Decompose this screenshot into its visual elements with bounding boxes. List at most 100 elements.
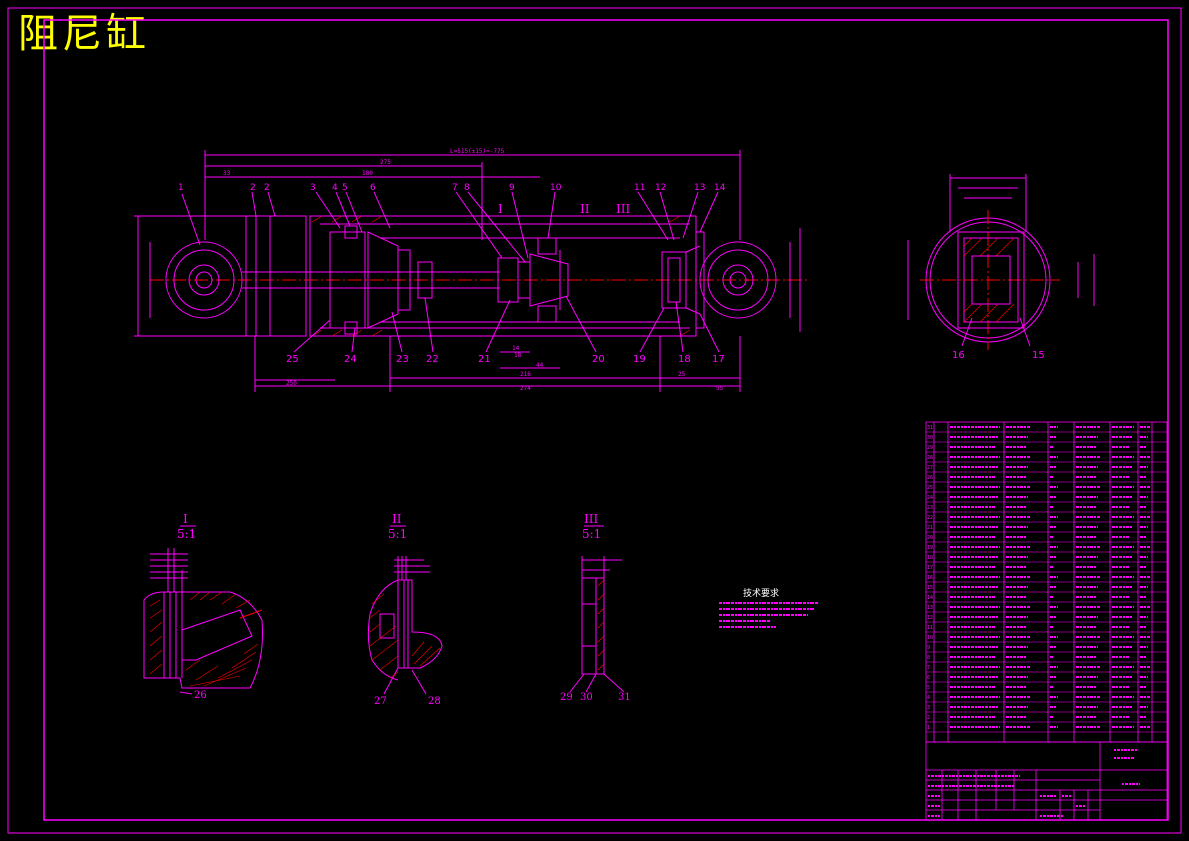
dim-180: 180 — [362, 170, 373, 177]
bom-row-number: 4 — [927, 695, 930, 701]
dimension-text-group: L=515(±15)=-775 275 180 33 250 216 274 2… — [223, 148, 724, 392]
part-labels-top: 1 2 2 3 4 5 6 7 8 9 10 11 12 13 14 — [178, 183, 726, 193]
part-label: 3 — [310, 183, 316, 193]
section-markers: I II III — [498, 202, 630, 216]
bom-row-number: 25 — [927, 485, 933, 491]
bom-row-number: 14 — [927, 595, 933, 601]
bom-row-number: 10 — [927, 635, 933, 641]
part-label: 8 — [464, 183, 470, 193]
part-labels-bottom: 25 24 23 22 21 20 19 18 17 — [286, 354, 725, 365]
part-label: 1 — [178, 183, 184, 193]
bom-row-number: 30 — [927, 435, 933, 441]
detail-ii-title: II — [392, 512, 402, 526]
bom-row-number: 11 — [927, 625, 933, 631]
section-marker-iii: III — [616, 202, 630, 216]
part-label: 6 — [370, 183, 376, 193]
bom-row-number: 9 — [927, 645, 930, 651]
part-label: 26 — [194, 690, 207, 701]
bom-row-number: 8 — [927, 655, 930, 661]
dim-14: 14 — [512, 345, 520, 352]
bom-row-number: 28 — [927, 455, 933, 461]
dim-overall-length: L=515(±15)=-775 — [450, 148, 505, 155]
bom-row-number: 23 — [927, 505, 933, 511]
bom-row-number: 17 — [927, 565, 933, 571]
detail-i-title: I — [183, 512, 188, 526]
bom-row-number: 26 — [927, 475, 933, 481]
bom-row-number: 19 — [927, 545, 933, 551]
detail-ii — [367, 525, 443, 695]
bom-row-number: 2 — [927, 715, 930, 721]
bom-row-number: 27 — [927, 465, 933, 471]
bom-row-number: 31 — [927, 425, 933, 431]
bom-row-number: 5 — [927, 685, 930, 691]
title-block — [925, 741, 1168, 821]
tech-requirements-heading: 技术要求 — [743, 587, 779, 599]
part-label: 4 — [332, 183, 338, 193]
tech-requirements: 技术要求 — [719, 587, 818, 628]
bom-row-number: 21 — [927, 525, 933, 531]
part-label: 19 — [633, 354, 646, 365]
part-label: 31 — [618, 692, 631, 703]
detail-iii — [569, 525, 625, 693]
part-label: 14 — [714, 183, 726, 193]
dim-250: 250 — [286, 380, 297, 387]
part-label: 18 — [678, 354, 691, 365]
part-label: 10 — [550, 183, 562, 193]
part-label: 21 — [478, 354, 491, 365]
outer-border — [7, 7, 1182, 834]
part-label: 28 — [428, 696, 441, 707]
part-label: 9 — [509, 183, 515, 193]
part-label: 13 — [694, 183, 705, 193]
main-cylinder-view — [134, 150, 810, 392]
detail-i — [143, 525, 263, 695]
section-marker-ii: II — [580, 202, 590, 216]
dim-25: 25 — [678, 371, 686, 378]
part-label: 25 — [286, 354, 299, 365]
bom-rows: 3130292827262524232221201918171615141312… — [926, 425, 1167, 733]
bom-row-number: 1 — [927, 725, 930, 731]
dim-216: 216 — [520, 371, 531, 378]
bom-row-number: 16 — [927, 575, 933, 581]
part-label: 7 — [452, 183, 458, 193]
part-label: 20 — [592, 354, 605, 365]
bom-row-number: 24 — [927, 495, 933, 501]
dim-44: 44 — [536, 362, 544, 369]
dim-274: 274 — [520, 385, 531, 392]
part-label: 22 — [426, 354, 439, 365]
detail-iii-scale: 5:1 — [582, 527, 601, 541]
dim-18: 18 — [514, 352, 522, 359]
detail-iii-title: III — [584, 512, 598, 526]
part-label: 2 — [264, 183, 270, 193]
part-label: 24 — [344, 354, 357, 365]
bom-row-number: 6 — [927, 675, 930, 681]
detail-i-scale: 5:1 — [177, 527, 196, 541]
bom-row-number: 15 — [927, 585, 933, 591]
bom-row-number: 13 — [927, 605, 933, 611]
part-label: 5 — [342, 183, 348, 193]
part-label: 15 — [1032, 350, 1045, 361]
part-label: 16 — [952, 350, 965, 361]
bom-row-number: 18 — [927, 555, 933, 561]
side-view — [907, 174, 1095, 350]
bom-row-number: 29 — [927, 445, 933, 451]
dim-55: 55 — [716, 385, 724, 392]
part-label: 12 — [655, 183, 666, 193]
part-label: 2 — [250, 183, 256, 193]
bom-row-number: 12 — [927, 615, 933, 621]
detail-ii-scale: 5:1 — [388, 527, 407, 541]
dim-33: 33 — [223, 170, 231, 177]
bom-row-number: 20 — [927, 535, 933, 541]
dim-275: 275 — [380, 159, 391, 166]
inner-border — [43, 19, 1169, 821]
bom-row-number: 3 — [927, 705, 930, 711]
part-label: 30 — [580, 692, 593, 703]
part-label: 17 — [712, 354, 725, 365]
part-label: 27 — [374, 696, 387, 707]
bom-row-number: 22 — [927, 515, 933, 521]
section-marker-i: I — [498, 202, 503, 216]
part-label: 23 — [396, 354, 409, 365]
part-label: 29 — [560, 692, 573, 703]
bom-row-number: 7 — [927, 665, 930, 671]
part-label: 11 — [634, 183, 645, 193]
